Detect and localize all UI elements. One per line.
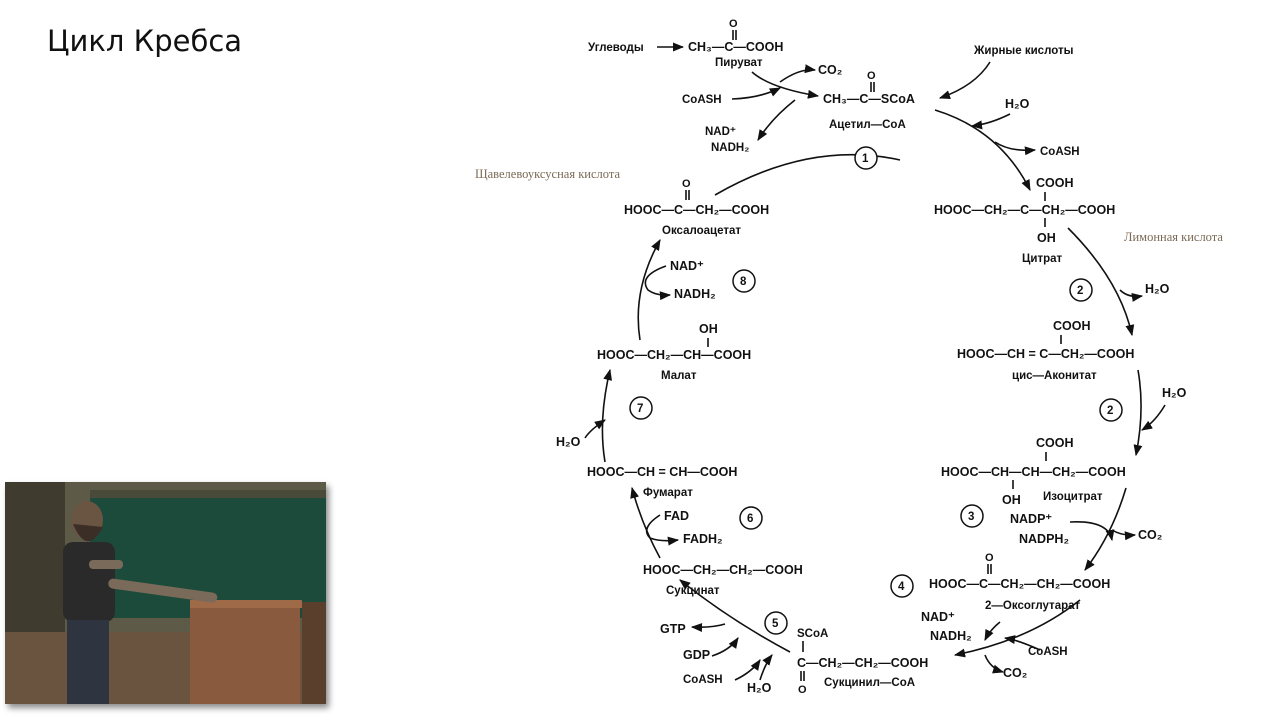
h2o-7: H₂O (556, 435, 581, 449)
succinyl-coa-name: Сукцинил—CoA (824, 677, 915, 689)
step-3: 3 (968, 511, 974, 523)
citrate-formula: HOOC—CH₂—C—CH₂—COOH (934, 203, 1115, 217)
citrate-top: COOH (1036, 176, 1074, 190)
acetyl-coa-name: Ацетил—CoA (829, 119, 906, 131)
citrate-name: Цитрат (1022, 253, 1063, 265)
oxoglutarate-oxo: O (985, 552, 994, 564)
step-2a: 2 (1077, 285, 1083, 297)
h2o-5: H₂O (747, 681, 772, 695)
step-6: 6 (747, 513, 753, 525)
gdp: GDP (683, 648, 710, 662)
malate-name: Малат (661, 370, 697, 382)
nad-4: NAD⁺ (921, 610, 955, 624)
aconitate-name: цис—Аконитат (1012, 370, 1097, 382)
nadp: NADP⁺ (1010, 512, 1052, 526)
co2-4: CO₂ (1003, 666, 1027, 680)
gtp: GTP (660, 622, 686, 636)
isocitrate-oh: OH (1002, 493, 1021, 507)
succinate-formula: HOOC—CH₂—CH₂—COOH (643, 563, 803, 577)
pyruvate-oxo: O (729, 18, 738, 30)
pyruvate-formula: CH₃—C—COOH (688, 40, 783, 54)
h2o-3: H₂O (1162, 386, 1187, 400)
coash-4: CoASH (1028, 646, 1068, 658)
succinyl-oxo: O (798, 684, 807, 696)
oxoglutarate-formula: HOOC—C—CH₂—CH₂—COOH (929, 577, 1110, 591)
fatty-acids-label: Жирные кислоты (973, 45, 1074, 57)
nadh-4: NADH₂ (930, 629, 972, 643)
step-8: 8 (740, 276, 747, 288)
isocitrate-name: Изоцитрат (1043, 491, 1103, 503)
step-7: 7 (637, 403, 643, 415)
h2o-1: H₂O (1005, 97, 1030, 111)
malate-formula: HOOC—CH₂—CH—COOH (597, 348, 751, 362)
lecturer-video[interactable] (5, 482, 326, 704)
coash-2: CoASH (1040, 146, 1080, 158)
coash-5: CoASH (683, 674, 723, 686)
h2o-2: H₂O (1145, 282, 1170, 296)
succinyl-top: SCoA (797, 628, 828, 640)
citrate-oh: OH (1037, 231, 1056, 245)
succinate-name: Сукцинат (666, 585, 720, 597)
co2-1: CO₂ (818, 63, 842, 77)
aconitate-top: COOH (1053, 319, 1091, 333)
nad-8: NAD⁺ (670, 259, 704, 273)
step-2b: 2 (1107, 405, 1113, 417)
step-5: 5 (772, 618, 779, 630)
lecturer-video-frame (5, 482, 326, 704)
acetyl-coa-oxo: O (867, 70, 876, 82)
fumarate-formula: HOOC—CH = CH—COOH (587, 465, 737, 479)
fadh: FADH₂ (683, 532, 723, 546)
nadh-8: NADH₂ (674, 287, 716, 301)
nadh-1: NADH₂ (711, 142, 749, 154)
aconitate-formula: HOOC—CH = C—CH₂—COOH (957, 347, 1134, 361)
isocitrate-formula: HOOC—CH—CH—CH₂—COOH (941, 465, 1126, 479)
coash-1: CoASH (682, 94, 722, 106)
oxaloacetate-formula: HOOC—C—CH₂—COOH (624, 203, 769, 217)
malate-top: OH (699, 322, 718, 336)
co2-2: CO₂ (1138, 528, 1162, 542)
nad-1: NAD⁺ (705, 126, 736, 138)
oxaloacetate-oxo: O (682, 178, 691, 190)
nadph: NADPH₂ (1019, 532, 1069, 546)
carbohydrates-label: Углеводы (588, 42, 644, 54)
step-1: 1 (862, 153, 869, 165)
oxaloacetate-name: Оксалоацетат (662, 225, 741, 237)
succinyl-formula: C—CH₂—CH₂—COOH (797, 656, 928, 670)
acetyl-coa-formula: CH₃—C—SCoA (823, 92, 915, 106)
isocitrate-top: COOH (1036, 436, 1074, 450)
fad: FAD (664, 509, 689, 523)
fumarate-name: Фумарат (643, 487, 693, 499)
step-4: 4 (898, 581, 905, 593)
pyruvate-name: Пируват (715, 57, 763, 69)
